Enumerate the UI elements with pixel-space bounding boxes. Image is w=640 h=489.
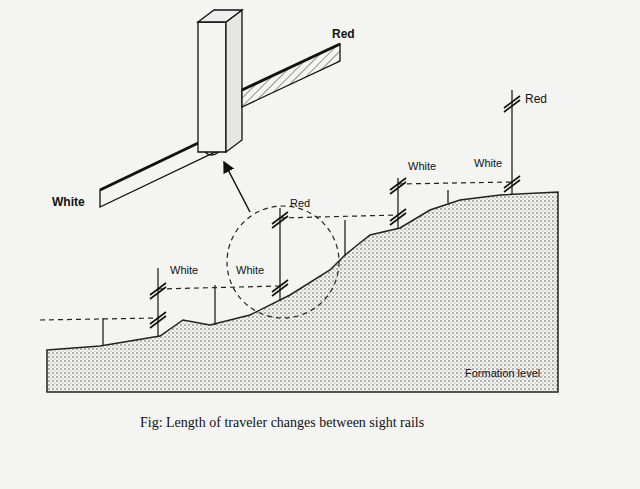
rail-label: Red [332,28,355,41]
figure-caption: Fig: Length of traveler changes between … [140,415,424,430]
inset-sight-rail [100,10,340,207]
rail-label: Formation level [465,367,540,379]
rail-label: White [408,160,436,172]
ground-profile [47,192,558,392]
sight-lines [40,182,512,320]
rail-label: White [474,157,502,169]
posts [103,90,512,346]
detail-arrow [224,162,250,212]
rail-label: Red [525,93,547,106]
detail-circle [227,206,339,318]
rail-label: White [170,264,198,276]
rail-label: White [52,196,85,209]
rail-label: Red [290,197,310,209]
rail-label: White [236,264,264,276]
